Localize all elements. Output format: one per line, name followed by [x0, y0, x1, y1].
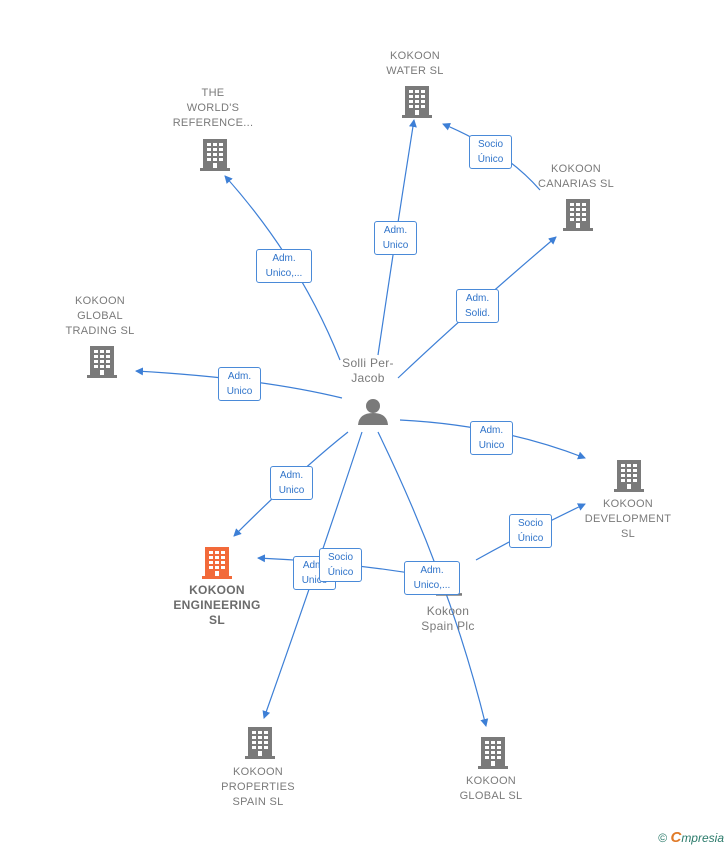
brand-logo-text: mpresia [681, 831, 724, 845]
building-icon-engineering[interactable] [202, 547, 232, 579]
company-label-spain[interactable]: Kokoon Spain Plc [421, 604, 475, 633]
company-label-global-trading[interactable]: KOKOON GLOBAL TRADING SL [65, 295, 135, 337]
copyright-icon: © [658, 831, 668, 845]
building-icon-development[interactable] [614, 460, 644, 492]
relation-label-solli-global: Adm. Unico,... [404, 561, 460, 595]
company-label-canarias[interactable]: KOKOON CANARIAS SL [537, 163, 615, 190]
relation-label-solli-engineering: Adm. Unico [270, 466, 313, 500]
building-icon-canarias[interactable] [563, 199, 593, 231]
building-icon-global-trading[interactable] [87, 346, 117, 378]
brand-logo-letter: C [670, 829, 682, 846]
relation-label-spain-development: Socio Único [509, 514, 552, 548]
person-icon[interactable] [358, 399, 388, 425]
company-label-global[interactable]: KOKOON GLOBAL SL [459, 775, 523, 802]
relation-label-solli-canarias: Adm. Solid. [456, 289, 499, 323]
company-label-water[interactable]: KOKOON WATER SL [386, 50, 444, 77]
company-label-engineering[interactable]: KOKOON ENGINEERING SL [173, 583, 261, 627]
relation-label-solli-worlds: Adm. Unico,... [256, 249, 312, 283]
person-label-solli[interactable]: Solli Per- Jacob [342, 356, 394, 385]
relation-label-spain-engineering: Socio Único [319, 548, 362, 582]
building-icon-properties[interactable] [245, 727, 275, 759]
relation-label-solli-global-trading: Adm. Unico [218, 367, 261, 401]
company-label-worlds[interactable]: THE WORLD'S REFERENCE... [172, 87, 254, 129]
building-icon-water[interactable] [402, 86, 432, 118]
building-icon-global[interactable] [478, 737, 508, 769]
relation-label-canarias-water: Socio Único [469, 135, 512, 169]
relation-label-solli-water: Adm. Unico [374, 221, 417, 255]
company-label-development[interactable]: KOKOON DEVELOPMENT SL [584, 498, 672, 540]
relation-label-solli-development: Adm. Unico [470, 421, 513, 455]
brand-footer: © Cmpresia [658, 829, 724, 846]
company-label-properties[interactable]: KOKOON PROPERTIES SPAIN SL [221, 766, 295, 808]
building-icon-worlds[interactable] [200, 139, 230, 171]
